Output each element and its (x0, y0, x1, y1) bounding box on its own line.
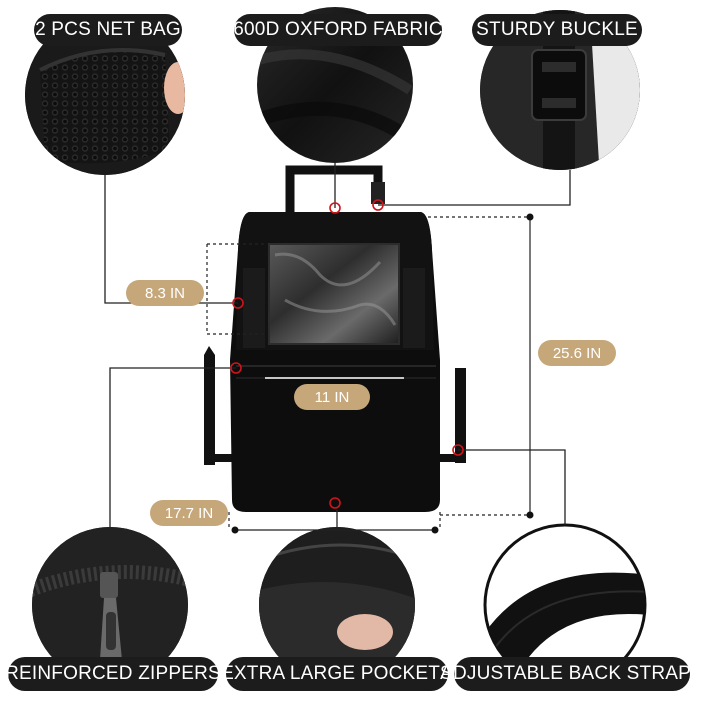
highlight-rings (230, 199, 464, 509)
dimension-tablet-height: 8.3 IN (126, 280, 204, 306)
label-extra-large-pockets: EXTRA LARGE POCKETS (221, 657, 453, 691)
dimension-endpoints (231, 213, 534, 534)
label-sturdy-buckle: STURDY BUCKLE (472, 14, 642, 46)
dimension-lines (206, 216, 531, 531)
dimension-pocket-width: 11 IN (294, 384, 370, 410)
dimension-total-height: 25.6 IN (538, 340, 616, 366)
dimension-total-width: 17.7 IN (150, 500, 228, 526)
label-oxford-fabric: 600D OXFORD FABRIC (233, 14, 443, 46)
label-adjustable-back-straps: ADJUSTABLE BACK STRAPS (440, 657, 704, 691)
seat-organizer-product (204, 165, 466, 512)
label-net-bag: 2 PCS NET BAG (34, 14, 182, 46)
net-bag-detail-photo (25, 15, 185, 175)
label-reinforced-zippers: REINFORCED ZIPPERS (5, 657, 221, 691)
oxford-fabric-detail-photo (257, 7, 413, 163)
